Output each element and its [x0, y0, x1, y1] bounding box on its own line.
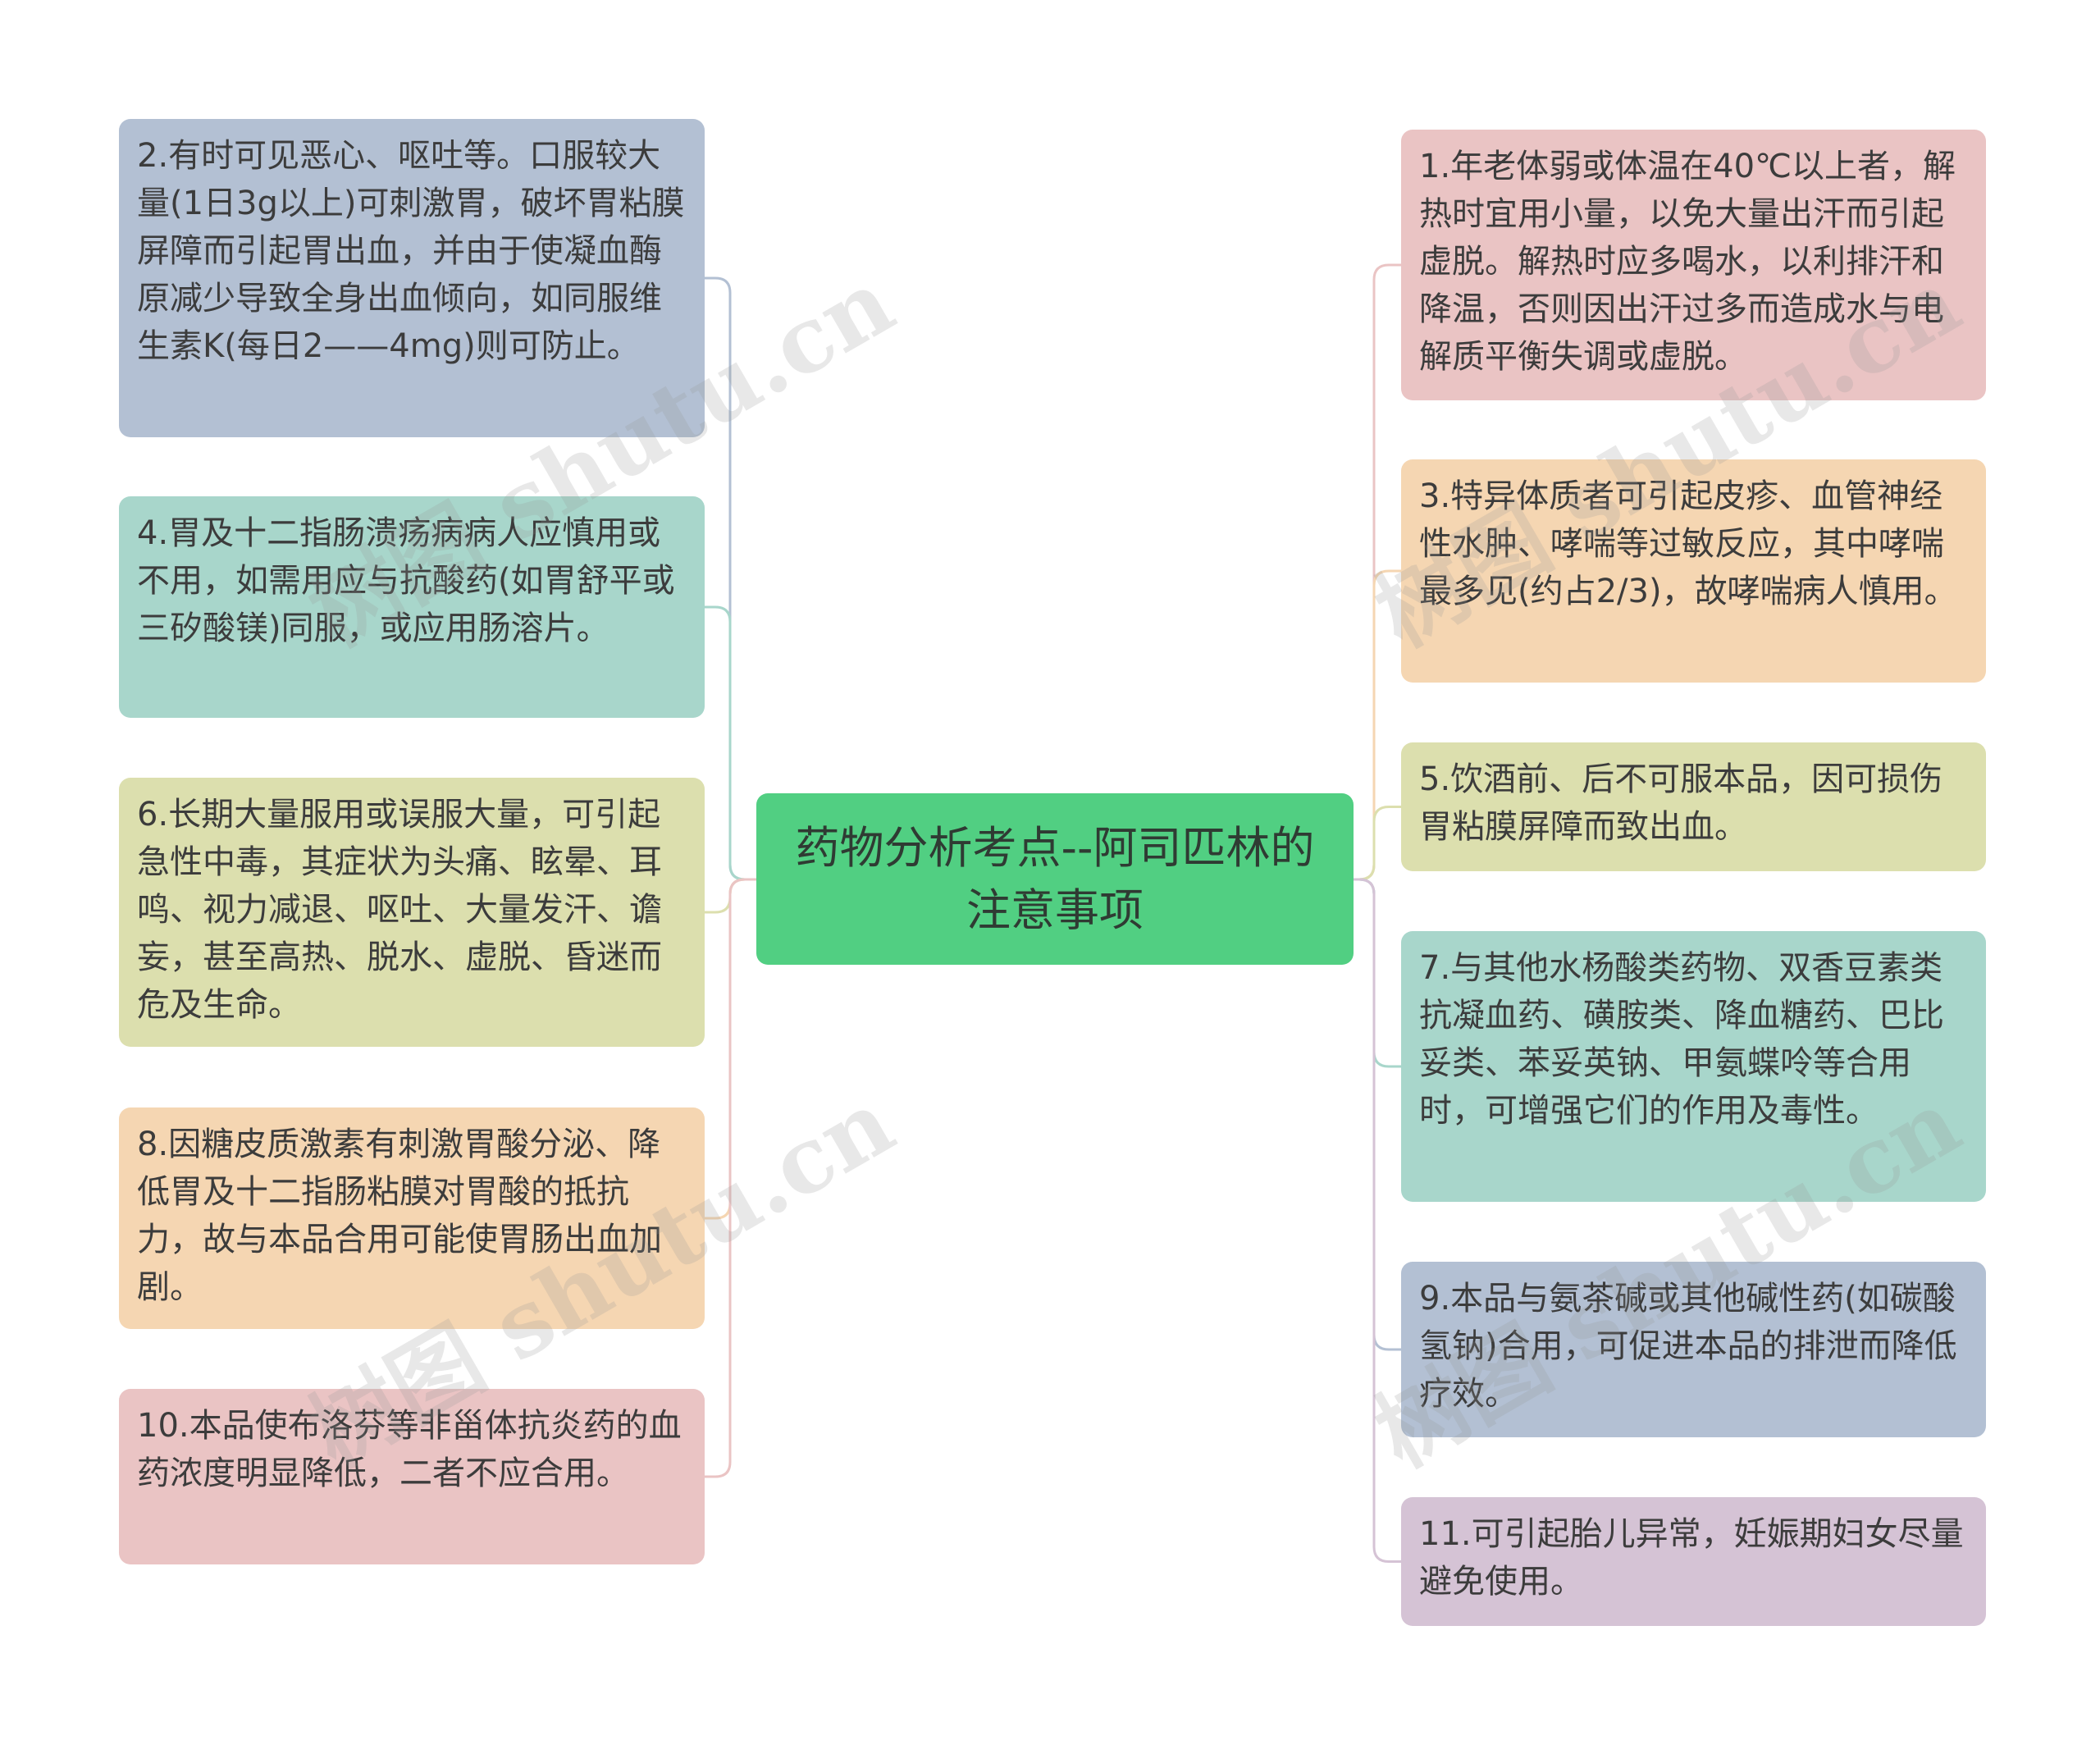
- node-text: 1.年老体弱或体温在40℃以上者，解热时宜用小量，以免大量出汗而引起虚脱。解热时…: [1419, 148, 1956, 376]
- connector-right-5: [1354, 878, 1401, 1563]
- node-text: 5.饮酒前、后不可服本品，因可损伤胃粘膜屏障而致出血。: [1419, 760, 1943, 846]
- node-text: 4.胃及十二指肠溃疡病病人应慎用或不用，如需用应与抗酸药(如胃舒平或三矽酸镁)同…: [137, 514, 675, 647]
- right-node-3[interactable]: 3.特异体质者可引起皮疹、血管神经性水肿、哮喘等过敏反应，其中哮喘最多见(约占2…: [1401, 459, 1986, 683]
- connector-left-1: [705, 605, 756, 881]
- left-node-2[interactable]: 2.有时可见恶心、呕吐等。口服较大量(1日3g以上)可刺激胃，破坏胃粘膜屏障而引…: [119, 119, 705, 437]
- right-node-11[interactable]: 11.可引起胎儿异常，妊娠期妇女尽量避免使用。: [1401, 1497, 1986, 1626]
- connector-right-2: [1354, 806, 1401, 881]
- node-text: 7.与其他水杨酸类药物、双香豆素类抗凝血药、磺胺类、降血糖药、巴比妥类、苯妥英钠…: [1419, 949, 1944, 1130]
- connector-right-3: [1354, 878, 1401, 1068]
- connector-right-0: [1354, 263, 1401, 881]
- connector-left-2: [705, 878, 756, 914]
- node-text: 11.可引起胎儿异常，妊娠期妇女尽量避免使用。: [1419, 1515, 1964, 1601]
- node-text: 8.因糖皮质激素有刺激胃酸分泌、降低胃及十二指肠粘膜对胃酸的抵抗力，故与本品合用…: [137, 1126, 662, 1306]
- right-node-7[interactable]: 7.与其他水杨酸类药物、双香豆素类抗凝血药、磺胺类、降血糖药、巴比妥类、苯妥英钠…: [1401, 931, 1986, 1202]
- node-text: 2.有时可见恶心、呕吐等。口服较大量(1日3g以上)可刺激胃，破坏胃粘膜屏障而引…: [137, 137, 685, 365]
- connector-right-1: [1354, 569, 1401, 881]
- connector-left-3: [705, 878, 756, 1220]
- left-node-10[interactable]: 10.本品使布洛芬等非甾体抗炎药的血药浓度明显降低，二者不应合用。: [119, 1389, 705, 1564]
- connector-left-0: [705, 276, 756, 881]
- central-topic[interactable]: 药物分析考点--阿司匹林的注意事项: [756, 793, 1354, 965]
- node-text: 6.长期大量服用或误服大量，可引起急性中毒，其症状为头痛、眩晕、耳鸣、视力减退、…: [137, 796, 662, 1024]
- right-node-5[interactable]: 5.饮酒前、后不可服本品，因可损伤胃粘膜屏障而致出血。: [1401, 742, 1986, 871]
- left-node-8[interactable]: 8.因糖皮质激素有刺激胃酸分泌、降低胃及十二指肠粘膜对胃酸的抵抗力，故与本品合用…: [119, 1107, 705, 1329]
- connector-right-4: [1354, 878, 1401, 1351]
- left-node-4[interactable]: 4.胃及十二指肠溃疡病病人应慎用或不用，如需用应与抗酸药(如胃舒平或三矽酸镁)同…: [119, 496, 705, 718]
- node-text: 10.本品使布洛芬等非甾体抗炎药的血药浓度明显降低，二者不应合用。: [137, 1407, 682, 1492]
- node-text: 9.本品与氨茶碱或其他碱性药(如碳酸氢钠)合用，可促进本品的排泄而降低疗效。: [1419, 1280, 1957, 1413]
- central-topic-label: 药物分析考点--阿司匹林的注意事项: [795, 821, 1315, 936]
- right-node-1[interactable]: 1.年老体弱或体温在40℃以上者，解热时宜用小量，以免大量出汗而引起虚脱。解热时…: [1401, 130, 1986, 400]
- left-node-6[interactable]: 6.长期大量服用或误服大量，可引起急性中毒，其症状为头痛、眩晕、耳鸣、视力减退、…: [119, 778, 705, 1047]
- right-node-9[interactable]: 9.本品与氨茶碱或其他碱性药(如碳酸氢钠)合用，可促进本品的排泄而降低疗效。: [1401, 1262, 1986, 1437]
- node-text: 3.特异体质者可引起皮疹、血管神经性水肿、哮喘等过敏反应，其中哮喘最多见(约占2…: [1419, 477, 1957, 610]
- connector-left-4: [705, 878, 756, 1478]
